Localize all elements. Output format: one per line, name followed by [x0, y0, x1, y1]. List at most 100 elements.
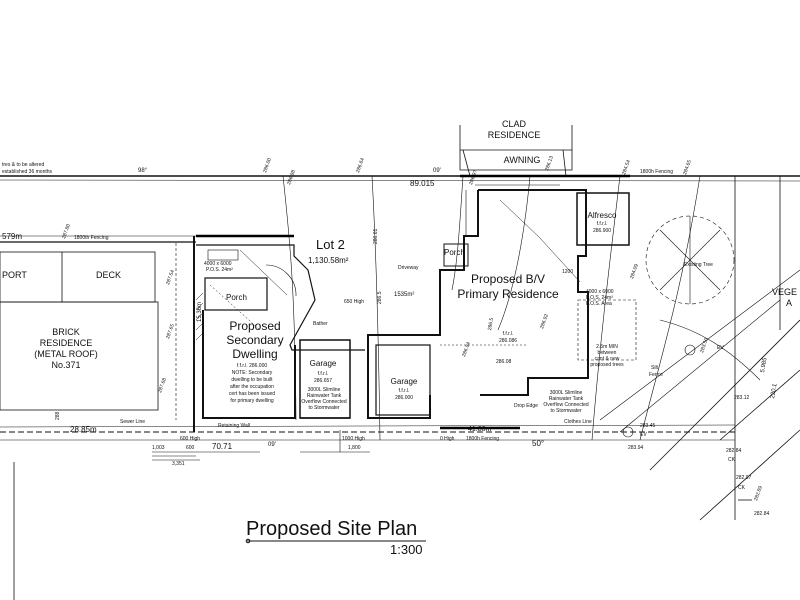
sewer-line-label: Sewer Line [120, 419, 146, 425]
primary-ffrl-l1: f.f.r.l. [502, 331, 514, 337]
secondary-porch: Porch [226, 293, 247, 302]
level-label: 286.61 [373, 228, 379, 244]
primary-porch: Porch [444, 248, 465, 257]
level-label: 283.45 [640, 423, 656, 429]
frontage-bottom: 41.86m [468, 426, 492, 433]
plan-scale: 1:300 [390, 542, 423, 557]
brick-residence-l1: BRICK [52, 327, 80, 337]
secondary-pos-l1: 4000 x 6000 [204, 261, 232, 267]
secondary-garage-ffrl-l1: f.f.r.l. [317, 371, 329, 377]
clothes-line-label: Clothes Line [564, 419, 592, 425]
primary-alfresco-ffrl-l2: 286.900 [592, 228, 612, 234]
secondary-note-l1: NOTE: Secondary [231, 370, 273, 376]
level-label: 286.08 [496, 359, 512, 365]
retaining-wall-label: Retaining Wall [218, 423, 251, 429]
bottom-dim-50: 50° [532, 439, 545, 448]
driveway-area: 1535m² [394, 292, 415, 298]
secondary-tank-l1: 3000L Slimline [307, 387, 341, 393]
secondary-garage-ffrl-l2: 286.657 [313, 378, 333, 384]
primary-title-l1: Proposed B/V [470, 272, 546, 286]
top-note-l1: tres & to be altered [2, 162, 45, 168]
primary-min-l4: proposed trees [590, 362, 624, 368]
primary-pos-l3: P.O.S. Area [586, 301, 612, 307]
lot-name: Lot 2 [316, 237, 345, 252]
dim-1200-label: 1200 [562, 269, 574, 275]
secondary-note-l2: dwelling to be built [231, 377, 273, 383]
primary-alfresco: Alfresco [587, 211, 617, 220]
right-veg-l1: VEGE [772, 287, 798, 297]
right-veg-l2: A [786, 298, 793, 308]
bottom-dim-09: 09' [268, 442, 276, 448]
level-label: 282.97 [736, 475, 752, 481]
primary-tank-l2: Rainwater Tank [548, 396, 584, 402]
bearing-top-mid: 09' [433, 168, 441, 174]
primary-garage: Garage [390, 377, 418, 386]
bottom-dim-0-high: 0 High [440, 436, 455, 442]
primary-silt-l2: Fence [649, 372, 663, 378]
secondary-garage: Garage [309, 359, 337, 368]
bottom-dim-7071: 70.71 [212, 442, 233, 451]
level-label: 282.84 [754, 511, 770, 517]
awning-label: AWNING [503, 155, 541, 165]
frontage-top: 89.015 [410, 179, 435, 188]
existing-tree-label: Existing Tree [684, 262, 713, 268]
brick-residence-l4: No.371 [51, 360, 81, 370]
bottom-dimension-lines [0, 430, 735, 461]
bottom-dim-3351: 3,351 [172, 461, 185, 467]
neighbour-buildings [0, 251, 159, 600]
side-dim-bottom: 28.85m [70, 425, 97, 434]
level-label: 283.12 [734, 395, 750, 401]
brick-residence-l2: RESIDENCE [39, 338, 93, 348]
secondary-tank-l2: Rainwater Tank [306, 393, 342, 399]
primary-silt-l1: Silt [651, 365, 658, 371]
bottom-fencing-label: 1800h Fencing [466, 436, 500, 442]
secondary-650-high: 650 High [344, 299, 365, 305]
secondary-title-l3: Dwelling [232, 347, 278, 361]
secondary-tank-l4: to Stormwater [308, 405, 340, 411]
secondary-tank-l3: Overflow Connected [301, 399, 347, 405]
primary-title-l2: Primary Residence [457, 287, 559, 301]
primary-ffrl-l2: 286.086 [498, 338, 518, 344]
primary-tank-l1: 3000L Slimline [549, 390, 583, 396]
contour-lines [282, 175, 800, 441]
level-label: 288 [55, 411, 61, 420]
secondary-title-l1: Proposed [229, 319, 281, 333]
secondary-ffrl: f.f.r.l. 286.000 [236, 363, 268, 369]
brick-residence-l3: (METAL ROOF) [34, 349, 98, 359]
right-ev-1: EV [717, 345, 724, 351]
bottom-dim-600: 600 [186, 445, 195, 451]
right-ck-1: CK [728, 457, 735, 463]
primary-tank-l3: Overflow Connected [543, 402, 589, 408]
driveway-label: Driveway [398, 265, 419, 271]
clad-residence-outline [459, 125, 573, 177]
bottom-dim-1000-high: 1000 High [342, 436, 365, 442]
top-note-l2: established 36 months [2, 169, 53, 175]
plan-title: Proposed Site Plan [246, 518, 418, 540]
lot-boundary [0, 175, 800, 433]
neighbour-deck-label: DECK [96, 270, 122, 280]
bearing-top-left: 98° [138, 168, 148, 174]
fence-lines [196, 174, 630, 430]
secondary-side-dim: 15.36m [197, 301, 203, 322]
drop-edge-label: Drop Edge [514, 403, 538, 409]
existing-tree-symbol [622, 215, 735, 438]
level-label: 283.94 [628, 445, 644, 451]
secondary-note-l5: for primary dwelling [230, 398, 274, 404]
primary-garage-ffrl-l1: f.f.r.l. [398, 388, 410, 394]
secondary-bather: Bather [313, 321, 328, 327]
primary-min-l1: 2.5m MIN [596, 344, 618, 350]
bottom-dim-1003: 1,003 [152, 445, 165, 451]
fencing-top-label: 1800h Fencing [640, 169, 674, 175]
secondary-pos-l2: P.O.S. 24m² [206, 267, 233, 273]
side-dim-top: 579m [2, 232, 23, 241]
right-ck-2: CK [738, 485, 745, 491]
primary-min-l3: cant & new [594, 356, 620, 362]
right-ev-2: EV [640, 432, 647, 438]
footer-underline [245, 538, 426, 544]
neighbour-port-label: PORT [2, 270, 27, 280]
primary-tank-l4: to Stormwater [550, 408, 582, 414]
primary-residence-outline [367, 184, 637, 419]
secondary-note-l4: cert has been issued [228, 391, 276, 397]
primary-pos-l1: 4000 x 6000 [586, 289, 614, 295]
